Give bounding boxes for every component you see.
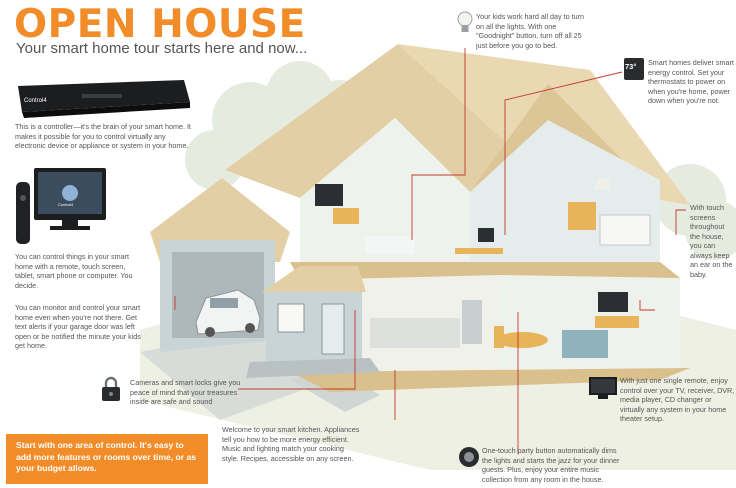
- lights-callout: Your kids work hard all day to turn on a…: [476, 12, 585, 50]
- upper-tv: [315, 184, 343, 206]
- thermostat-callout: Smart homes deliver smart energy control…: [648, 58, 734, 105]
- locks-callout: Cameras and smart locks give you peace o…: [130, 378, 241, 406]
- garage-callout: You can monitor and control your smart h…: [15, 303, 141, 350]
- porch-roof: [262, 266, 366, 292]
- desk-screen: [478, 228, 494, 242]
- lamp: [594, 178, 612, 190]
- kitchen-callout: Welcome to your smart kitchen. Appliance…: [222, 425, 360, 463]
- controller-device-image: [18, 80, 190, 118]
- kitchen-fridge: [462, 300, 482, 344]
- living-tv: [598, 292, 628, 312]
- baby-callout: With touch screens throughout the house,…: [690, 203, 733, 279]
- thermostat-reading: 73°: [625, 62, 637, 71]
- thermostat-icon: 73°: [624, 58, 644, 80]
- dining-chair: [494, 326, 504, 348]
- car: [195, 289, 261, 337]
- controller-logo: Control4: [24, 98, 47, 104]
- party-button-icon: [459, 447, 479, 467]
- theater-callout: With just one single remote, enjoy contr…: [620, 376, 735, 423]
- tv-cabinet: [595, 316, 639, 328]
- page-subtitle: Your smart home tour starts here and now…: [16, 40, 308, 57]
- upper-dresser: [333, 208, 359, 224]
- upper-floor: [290, 262, 680, 280]
- padlock-icon: [102, 376, 120, 401]
- front-steps: [246, 358, 380, 378]
- nursery-dresser: [568, 202, 596, 230]
- light-bulb-icon: [457, 11, 473, 32]
- callout-lines: [174, 48, 686, 454]
- upper-back-wall: [300, 118, 470, 262]
- ground-right-wall: [500, 275, 680, 370]
- porch-window: [277, 303, 305, 333]
- dining-table: [496, 332, 548, 348]
- living-sofa: [562, 330, 608, 358]
- promo-banner: Start with one area of control. It's eas…: [6, 434, 208, 484]
- bed: [365, 236, 415, 254]
- remote-callout: You can control things in your smart hom…: [15, 252, 133, 290]
- page-title: OPEN HOUSE: [14, 2, 306, 47]
- front-door: [321, 303, 345, 355]
- tv-icon: [589, 377, 617, 399]
- party-callout: One-touch party button automatically dim…: [482, 446, 620, 484]
- remote-logo: Control4: [58, 202, 74, 207]
- desk: [455, 248, 503, 254]
- ground-floor: [290, 368, 690, 392]
- crib: [599, 214, 651, 246]
- kitchen-counter: [370, 318, 460, 348]
- touchscreen-and-remote-image: [16, 168, 106, 244]
- main-roof-left: [225, 44, 548, 198]
- controller-callout: This is a controller—it's the brain of y…: [15, 122, 191, 150]
